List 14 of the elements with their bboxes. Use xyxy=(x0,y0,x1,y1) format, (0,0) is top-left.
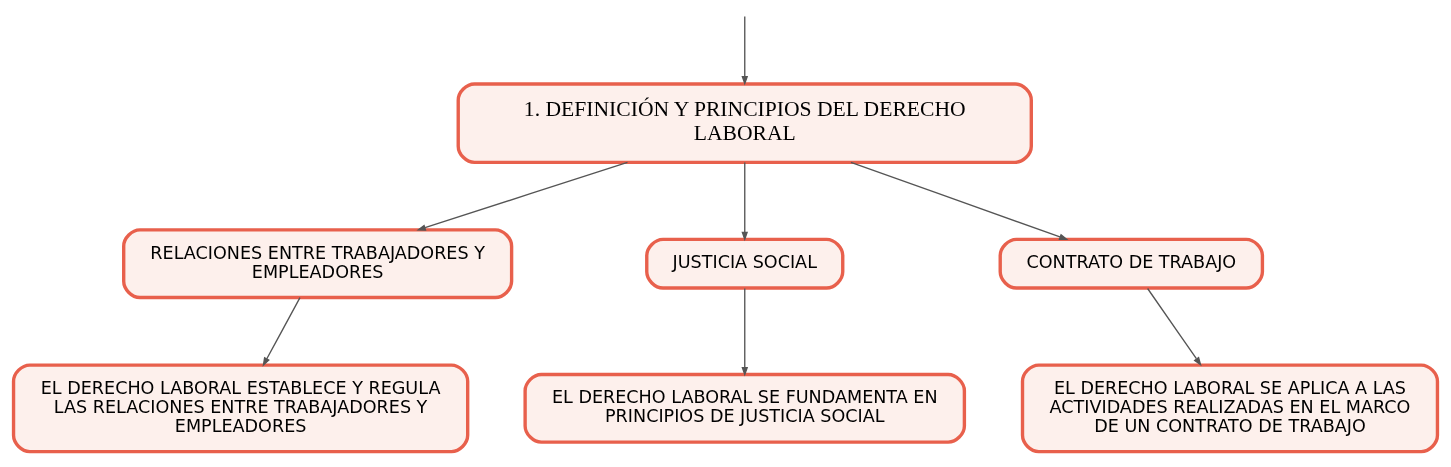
node-box: 1. DEFINICIÓN Y PRINCIPIOS DEL DERECHO LABORAL xyxy=(456,82,1033,165)
arrow xyxy=(741,287,749,377)
node-box: EL DERECHO LABORAL SE FUNDAMENTA EN PRINCIPIOS DE JUSTICIA SOCIAL xyxy=(523,372,967,444)
arrow xyxy=(1146,287,1202,367)
node-box: EL DERECHO LABORAL SE APLICA A LAS ACTIVIDADES REALIZADAS EN EL MARCO DE UN CONTRATO DE TRABAJO xyxy=(1020,363,1440,454)
arrow xyxy=(850,161,1069,240)
arrow xyxy=(741,15,749,86)
arrow xyxy=(262,296,301,367)
node-box: CONTRATO DE TRABAJO xyxy=(998,237,1265,290)
arrow xyxy=(741,161,749,242)
node-box: EL DERECHO LABORAL ESTABLECE Y REGULA LAS RELACIONES ENTRE TRABAJADORES Y EMPLEADORES xyxy=(11,363,470,454)
node-box: JUSTICIA SOCIAL xyxy=(645,237,845,290)
arrow xyxy=(416,161,629,231)
node-box: RELACIONES ENTRE TRABAJADORES Y EMPLEADORES xyxy=(122,228,514,300)
